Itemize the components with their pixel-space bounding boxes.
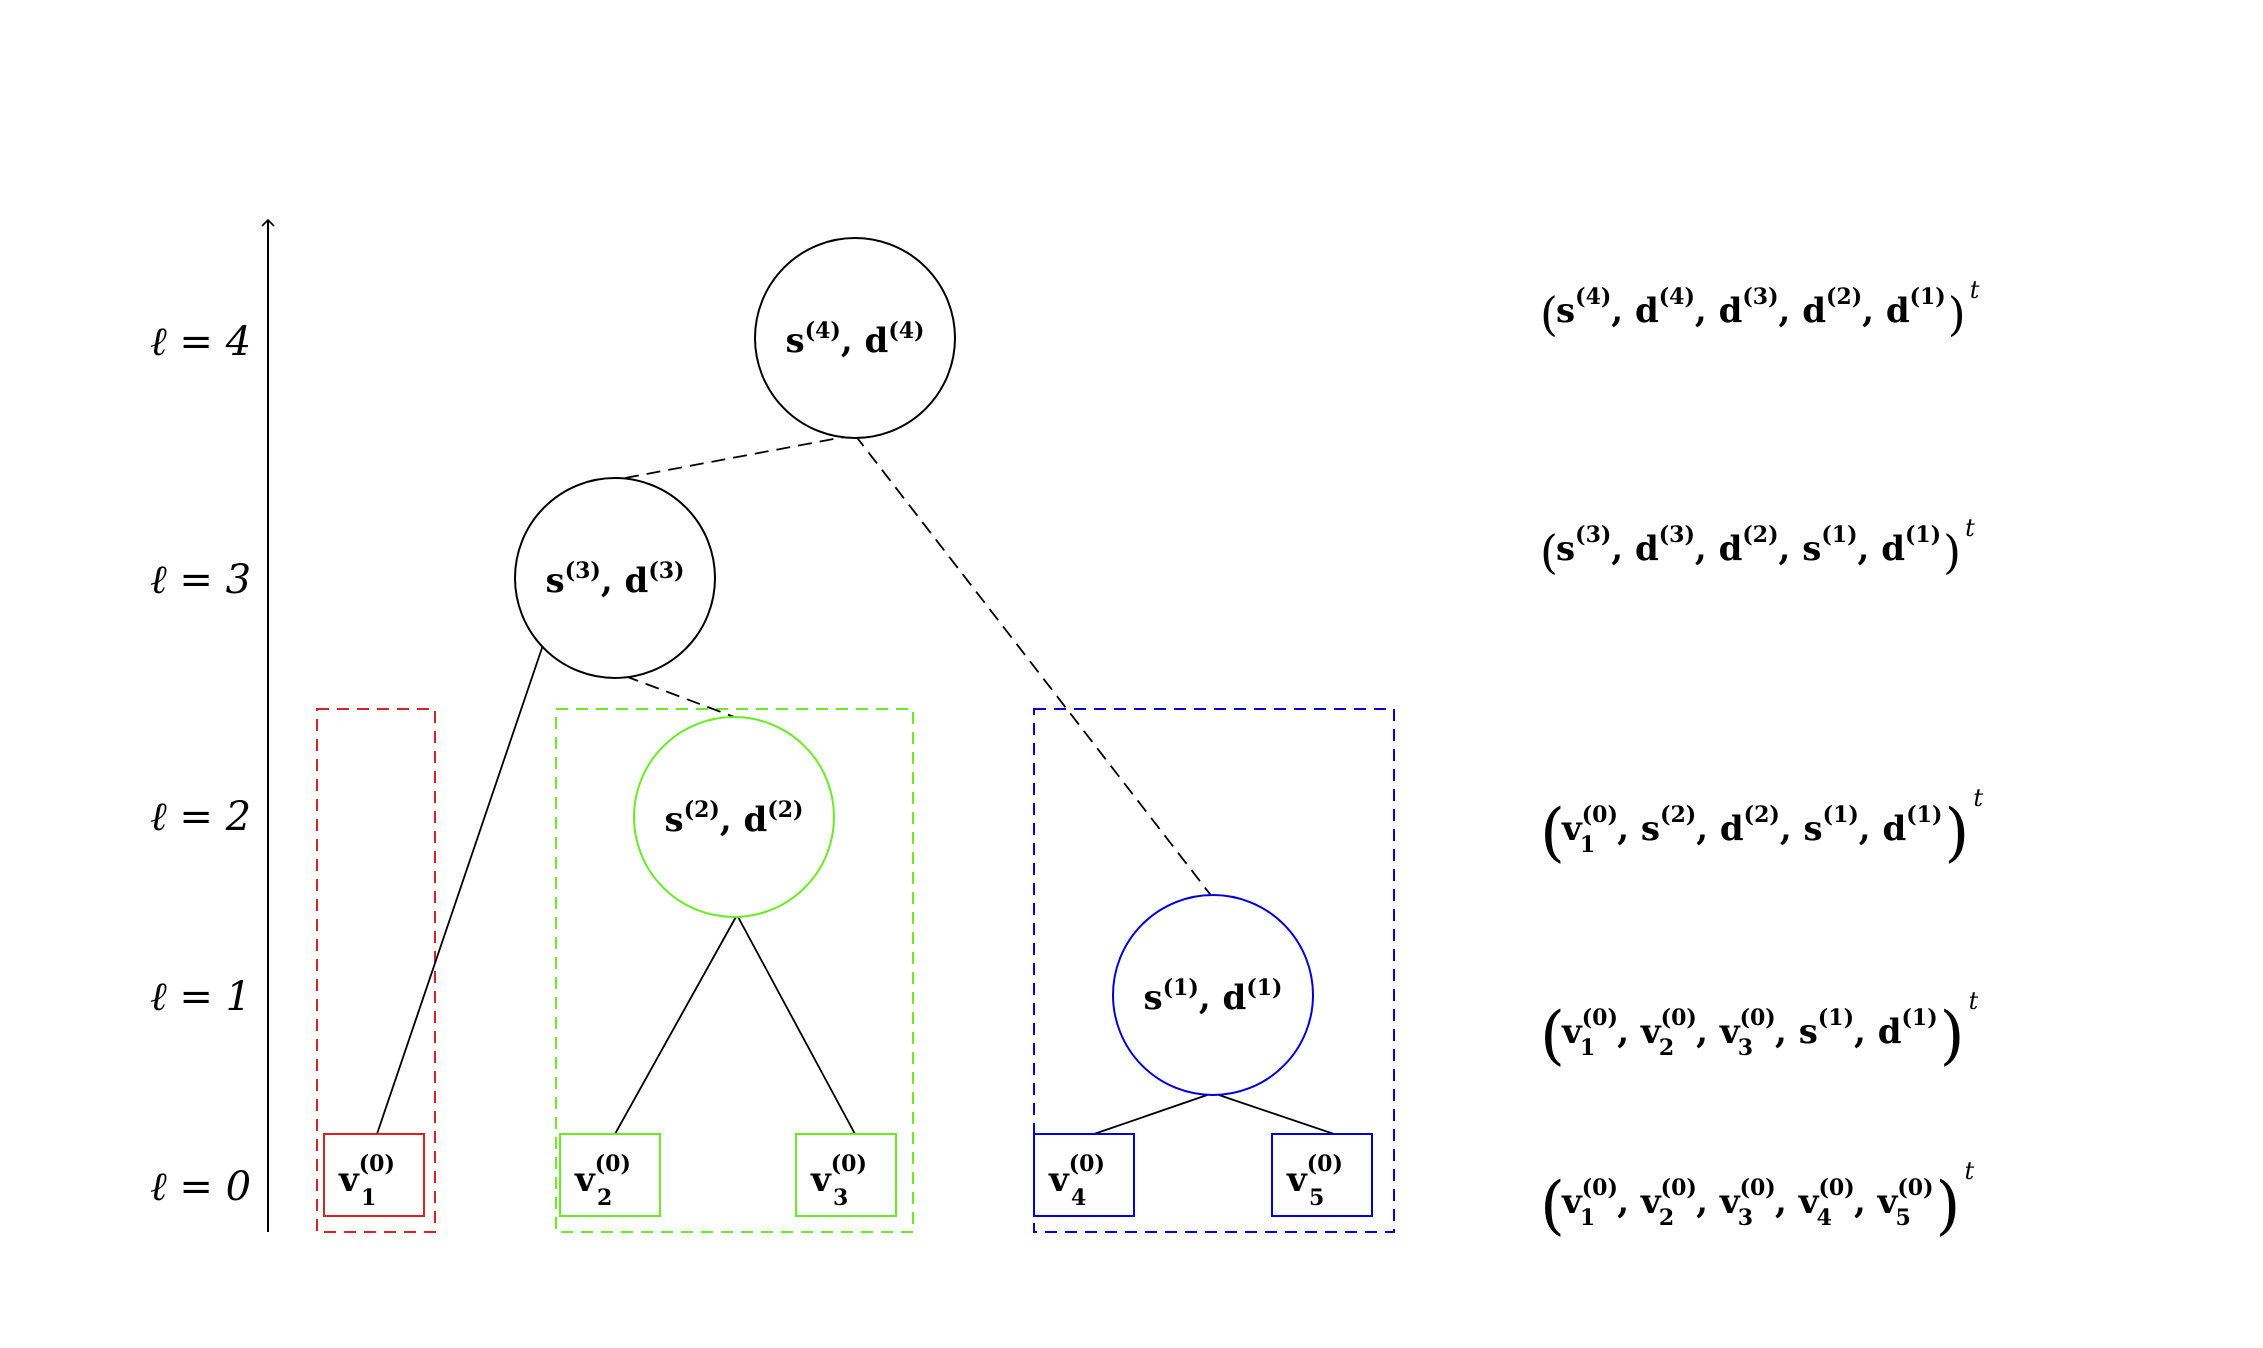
- svg-text:v(0)3: v(0)3: [810, 1151, 867, 1211]
- svg-text:(: (: [1540, 525, 1558, 579]
- edge-n1-leaf5: [1212, 1092, 1335, 1135]
- level-label-1: ℓ = 1: [150, 974, 251, 1020]
- svg-text:s(1), d(1): s(1), d(1): [1144, 975, 1283, 1018]
- svg-text:): ): [1944, 796, 1969, 870]
- svg-text:v(0)1: v(0)1: [338, 1151, 395, 1211]
- svg-text:(: (: [1540, 796, 1565, 870]
- edge-n3-n2: [624, 675, 738, 719]
- svg-text:): ): [1936, 1169, 1961, 1243]
- leaf-node-1: v(0)1: [323, 1133, 425, 1217]
- vector-row-2: (v(0)1, s(2), d(2), s(1), d(1))t: [1540, 784, 1983, 870]
- leaf-node-4: v(0)4: [1033, 1133, 1135, 1217]
- level-label-2: ℓ = 2: [150, 794, 251, 840]
- svg-text:(: (: [1540, 1169, 1565, 1243]
- node-level-3: s(3), d(3): [514, 477, 716, 679]
- svg-text:): ): [1943, 525, 1961, 579]
- svg-text:t: t: [1970, 276, 1980, 304]
- svg-text:(: (: [1540, 999, 1565, 1073]
- vector-row-1: (s(3), d(3), d(2), s(1), d(1))t: [1540, 514, 1975, 579]
- edge-n4-n1: [854, 434, 1214, 899]
- vector-row-3: (v(0)1, v(0)2, v(0)3, s(1), d(1))t: [1540, 987, 1979, 1073]
- svg-text:s(2), d(2): s(2), d(2): [665, 797, 804, 840]
- leaf-node-3: v(0)3: [795, 1133, 897, 1217]
- svg-text:(: (: [1540, 287, 1558, 341]
- node-level-4: s(4), d(4): [754, 237, 956, 439]
- svg-text:v(0)1, s(2), d(2), s(1), d(1): v(0)1, s(2), d(2), s(1), d(1): [1561, 802, 1942, 858]
- group-box-blue: [1033, 708, 1395, 1233]
- svg-text:t: t: [1965, 514, 1975, 542]
- svg-text:): ): [1948, 287, 1966, 341]
- edge-n2-leaf3: [736, 914, 856, 1135]
- level-label-3: ℓ = 3: [150, 557, 251, 603]
- leaf-node-5: v(0)5: [1271, 1133, 1373, 1217]
- svg-text:v(0)1, v(0)2, v(0)3, s(1), d(1: v(0)1, v(0)2, v(0)3, s(1), d(1): [1561, 1005, 1938, 1061]
- edge-n2-leaf2: [614, 914, 738, 1135]
- node-level-2: s(2), d(2): [633, 716, 835, 918]
- svg-text:v(0)1, v(0)2, v(0)3, v(0)4, v(: v(0)1, v(0)2, v(0)3, v(0)4, v(0)5: [1561, 1175, 1934, 1231]
- svg-text:s(4), d(4), d(3), d(2), d(1): s(4), d(4), d(3), d(2), d(1): [1556, 284, 1946, 331]
- svg-text:s(4), d(4): s(4), d(4): [786, 318, 925, 361]
- svg-text:t: t: [1965, 1157, 1975, 1185]
- svg-text:s(3), d(3): s(3), d(3): [546, 558, 685, 601]
- leaf-node-2: v(0)2: [559, 1133, 661, 1217]
- svg-text:t: t: [1969, 987, 1979, 1015]
- group-box-red: [316, 708, 436, 1233]
- edge-n1-leaf4: [1093, 1092, 1214, 1135]
- svg-text:): ): [1940, 999, 1965, 1073]
- level-label-4: ℓ = 4: [150, 319, 251, 365]
- vector-row-0: (s(4), d(4), d(3), d(2), d(1))t: [1540, 276, 1980, 341]
- svg-text:v(0)2: v(0)2: [574, 1151, 631, 1211]
- edge-n3-leaf1: [376, 644, 544, 1135]
- node-level-1: s(1), d(1): [1112, 894, 1314, 1096]
- svg-text:s(3), d(3), d(2), s(1), d(1): s(3), d(3), d(2), s(1), d(1): [1556, 522, 1941, 569]
- level-label-0: ℓ = 0: [150, 1164, 251, 1210]
- edge-n4-n3: [624, 434, 856, 479]
- svg-text:v(0)5: v(0)5: [1286, 1151, 1343, 1211]
- vector-row-4: (v(0)1, v(0)2, v(0)3, v(0)4, v(0)5)t: [1540, 1157, 1975, 1243]
- svg-text:t: t: [1973, 784, 1983, 812]
- svg-text:v(0)4: v(0)4: [1048, 1151, 1105, 1211]
